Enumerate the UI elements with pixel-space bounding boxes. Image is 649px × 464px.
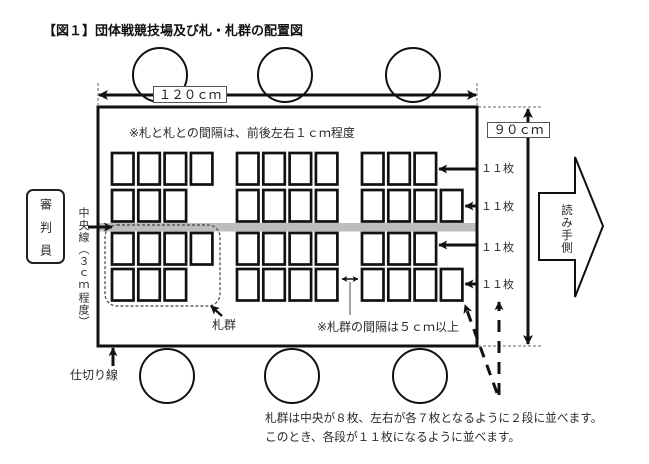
card: [163, 267, 188, 302]
card: [235, 231, 260, 266]
card: [261, 231, 287, 266]
referee-box: 審判員: [26, 189, 65, 267]
card: [136, 151, 162, 186]
player-position-bottom-2: [264, 348, 320, 404]
dashed-diagonal-arrow: [463, 304, 499, 394]
card: [413, 188, 438, 223]
referee-label: 審判員: [38, 197, 53, 267]
player-position-bottom-3: [392, 348, 448, 404]
player-position-bottom-1: [139, 348, 195, 404]
card: [136, 231, 162, 266]
card: [110, 188, 135, 223]
center-line-label: 中央線（３ｃｍ程度）: [77, 207, 90, 328]
card: [386, 231, 412, 266]
card: [261, 188, 287, 223]
card: [439, 267, 464, 302]
row-1-count-label: １１枚: [481, 162, 514, 175]
card: [261, 267, 287, 302]
row-4-count-label: １１枚: [481, 278, 514, 291]
reader-side-label: 読み手側: [560, 204, 574, 254]
card: [288, 267, 313, 302]
card: [314, 151, 339, 186]
card: [261, 151, 287, 186]
card: [235, 267, 260, 302]
card: [413, 151, 438, 186]
row-count-arrows: [438, 164, 477, 289]
center-line-band: [99, 223, 476, 232]
card: [439, 188, 464, 223]
card: [360, 267, 385, 302]
card-group-pointer-arrow: [210, 305, 223, 317]
card: [163, 188, 188, 223]
card: [360, 231, 385, 266]
card: [110, 151, 135, 186]
card: [314, 267, 339, 302]
card-group-label: 札群: [212, 318, 237, 332]
card: [189, 231, 214, 266]
card: [235, 188, 260, 223]
card: [110, 231, 135, 266]
card: [386, 188, 412, 223]
card: [189, 151, 214, 186]
card: [288, 188, 313, 223]
card: [288, 151, 313, 186]
card: [136, 188, 162, 223]
card: [288, 231, 313, 266]
card: [386, 267, 412, 302]
card: [163, 151, 188, 186]
row-2-count-label: １１枚: [481, 200, 514, 213]
player-position-top-3: [385, 47, 441, 103]
card: [360, 151, 385, 186]
card-spacing-note: ※札と札との間隔は、前後左右１ｃｍ程度: [129, 126, 355, 140]
card: [314, 231, 339, 266]
group-spacing-note: ※札群の間隔は５ｃｍ以上: [317, 320, 460, 334]
width-dimension-label: １２０ｃｍ: [153, 86, 227, 103]
card: [163, 231, 188, 266]
cards-layer: [110, 151, 464, 302]
card: [413, 231, 438, 266]
player-position-top-2: [257, 47, 313, 103]
figure-title: 【図１】団体戦競技場及び札・札群の配置図: [43, 24, 304, 39]
row-3-count-label: １１枚: [481, 241, 514, 254]
partition-line-label: 仕切り線: [70, 368, 119, 382]
card: [110, 267, 135, 302]
card: [314, 188, 339, 223]
reader-side-arrow-icon: [538, 156, 605, 298]
card: [413, 267, 438, 302]
card: [360, 188, 385, 223]
card: [235, 151, 260, 186]
card-group-outline: [104, 224, 221, 307]
depth-dimension-label: ９０ｃｍ: [487, 122, 550, 138]
description-line-1: 札群は中央が８枚、左右が各７枚となるように２段に並べます。: [265, 411, 603, 425]
description-line-2: このとき、各段が１１枚になるように並べます。: [265, 430, 521, 444]
card: [136, 267, 162, 302]
card: [386, 151, 412, 186]
